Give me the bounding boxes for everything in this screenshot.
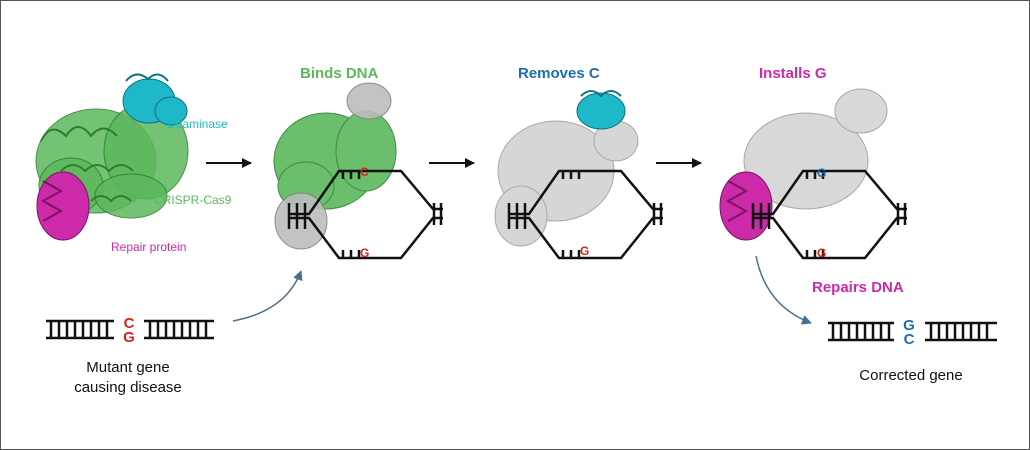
caption-mutant-line1: Mutant gene: [86, 359, 170, 376]
label-cas9: CRISPR-Cas9: [154, 193, 232, 207]
caption-mutant-line2: causing disease: [74, 379, 182, 396]
stage-installs-protein: [719, 88, 888, 241]
arrow-mutant-to-binding: [232, 270, 303, 322]
corrected-base-top: G: [903, 317, 915, 334]
title-binds-dna: Binds DNA: [300, 65, 379, 82]
dna-bubble-installs: [751, 169, 907, 260]
title-removes-c: Removes C: [518, 65, 600, 82]
dna-corrected: [828, 321, 997, 342]
base-installs-top: G: [817, 166, 827, 180]
title-repairs-dna: Repairs DNA: [812, 279, 904, 296]
mutant-base-bottom: G: [123, 329, 135, 346]
dna-mutant: [46, 319, 214, 340]
arrow-repair-to-corrected: [755, 255, 812, 325]
caption-corrected-gene: Corrected gene: [859, 367, 963, 384]
label-repair-protein: Repair protein: [111, 240, 187, 254]
deaminase-protein: [122, 73, 188, 126]
dna-bubble-binds: [287, 169, 443, 260]
base-binds-bottom: G: [360, 246, 370, 260]
stage-binds-protein: [273, 82, 397, 250]
label-deaminase: Deaminase: [167, 117, 228, 131]
base-removes-bottom: G: [580, 244, 590, 258]
caption-mutant-gene: Mutant gene causing disease: [53, 358, 203, 398]
title-installs-g: Installs G: [759, 65, 827, 82]
dna-bubble-removes: [507, 169, 663, 260]
corrected-base-bottom: C: [903, 331, 915, 348]
base-installs-bottom: G: [817, 246, 827, 260]
protein-complex-full: [35, 73, 189, 241]
repair-protein: [36, 171, 90, 241]
base-binds-top: C: [360, 165, 369, 179]
mutant-base-top: C: [123, 315, 135, 332]
stage-removes-protein: [494, 90, 639, 247]
